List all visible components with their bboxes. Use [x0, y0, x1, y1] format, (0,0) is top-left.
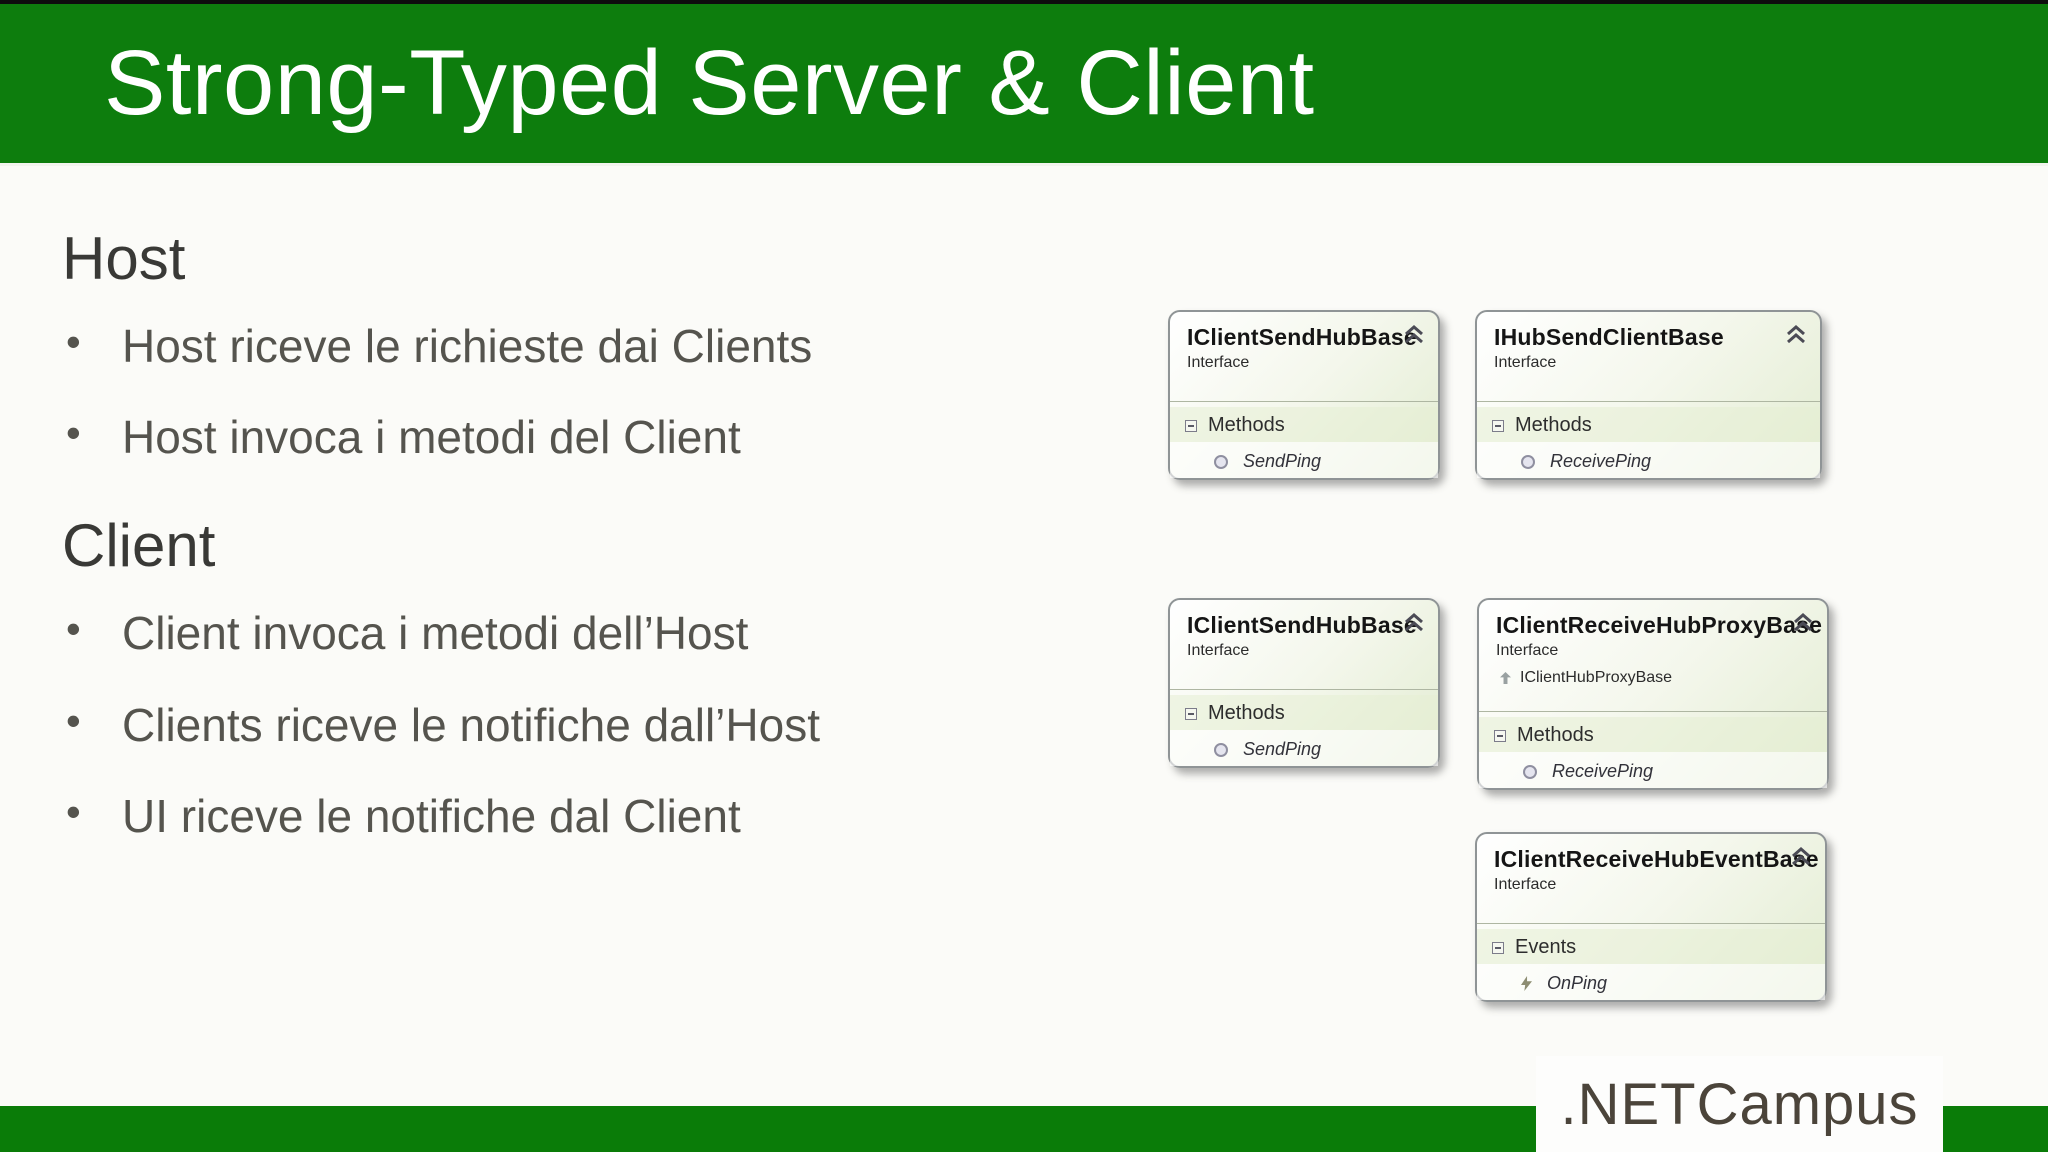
uml-box-stereotype: Interface [1494, 354, 1557, 371]
collapse-chevron-icon [1790, 847, 1812, 867]
bullet-item: Clients riceve le notifiche dall’Host [62, 696, 982, 753]
top-edge-strip [0, 0, 2048, 4]
member-name: ReceivePing [1550, 451, 1652, 471]
member-name: ReceivePing [1552, 761, 1654, 781]
title-bar: Strong-Typed Server & Client [0, 4, 2048, 166]
uml-box-stereotype: Interface [1494, 876, 1557, 893]
section-expander-icon [1492, 419, 1504, 432]
member-section-label: Methods [1208, 702, 1285, 724]
section-expander-icon [1492, 941, 1504, 954]
member-row: ReceivePing [1477, 442, 1820, 478]
member-section-header: Events [1477, 929, 1825, 964]
section-expander-icon [1185, 419, 1197, 432]
member-section-label: Methods [1515, 414, 1592, 436]
member-section-header: Methods [1479, 717, 1827, 752]
method-icon [1214, 742, 1228, 757]
collapse-chevron-icon [1785, 325, 1807, 345]
bullet-item: Client invoca i metodi dell’Host [62, 604, 982, 661]
method-icon [1521, 454, 1535, 469]
member-name: SendPing [1243, 739, 1322, 759]
bullet-item: UI riceve le notifiche dal Client [62, 787, 982, 844]
section-heading: Client [62, 512, 216, 580]
collapse-chevron-icon [1792, 613, 1814, 633]
slide-title: Strong-Typed Server & Client [104, 32, 1315, 134]
member-row: SendPing [1170, 442, 1438, 478]
member-row: SendPing [1170, 730, 1438, 766]
member-section-header: Methods [1170, 695, 1438, 730]
uml-box-stereotype: Interface [1187, 642, 1250, 659]
member-section-label: Events [1515, 936, 1577, 958]
uml-box-title: IClientSendHubBase [1187, 612, 1417, 638]
base-type-row: IClientHubProxyBase [1496, 669, 1813, 687]
section-heading: Host [62, 225, 186, 292]
uml-box-stereotype: Interface [1496, 642, 1559, 659]
collapse-chevron-icon [1403, 613, 1425, 633]
bullet-item: Host riceve le richieste dai Clients [62, 317, 982, 374]
base-type-name: IClientHubProxyBase [1520, 669, 1673, 686]
member-name: OnPing [1547, 973, 1608, 993]
member-name: SendPing [1243, 451, 1322, 471]
netcampus-logo: .NETCampus [1536, 1056, 1943, 1152]
bullet-list: Host riceve le richieste dai ClientsHost… [62, 317, 982, 465]
inheritance-icon [1500, 672, 1511, 684]
uml-box-stereotype: Interface [1187, 354, 1250, 371]
collapse-chevron-icon [1403, 325, 1425, 345]
method-icon [1523, 764, 1537, 779]
section-expander-icon [1185, 707, 1197, 720]
member-row: ReceivePing [1479, 752, 1827, 788]
netcampus-logo-text: .NETCampus [1560, 1071, 1919, 1137]
bullet-list: Client invoca i metodi dell’HostClients … [62, 604, 982, 844]
event-icon [1521, 976, 1532, 991]
member-section-header: Methods [1477, 407, 1820, 442]
uml-box-title: IClientReceiveHubEventBase [1494, 846, 1819, 872]
section-expander-icon [1494, 729, 1506, 742]
member-section-label: Methods [1208, 414, 1285, 436]
bullet-item: Host invoca i metodi del Client [62, 408, 982, 465]
uml-box-title: IClientReceiveHubProxyBase [1496, 612, 1823, 638]
member-section-header: Methods [1170, 407, 1438, 442]
bullet-column: HostHost riceve le richieste dai Clients… [62, 224, 982, 890]
method-icon [1214, 454, 1228, 469]
member-row: OnPing [1477, 964, 1825, 1000]
uml-box-title: IClientSendHubBase [1187, 324, 1417, 350]
uml-box-title: IHubSendClientBase [1494, 324, 1724, 350]
member-section-label: Methods [1517, 724, 1594, 746]
